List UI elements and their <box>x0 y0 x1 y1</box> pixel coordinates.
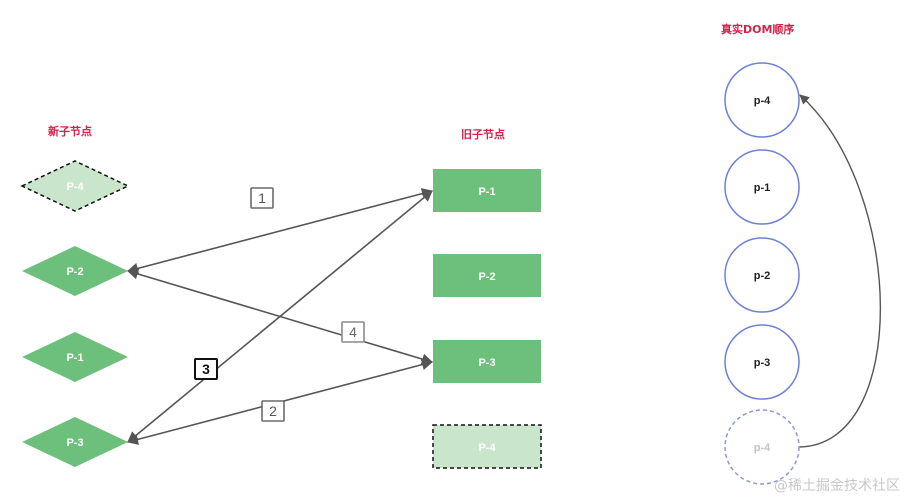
new-node-shape <box>20 160 130 212</box>
new-node-label: P-4 <box>66 181 84 193</box>
dom-node-p4-top: p-4 <box>724 62 800 138</box>
dom-node-p2: p-2 <box>724 237 800 313</box>
old-node-p4: P-4 <box>432 424 542 469</box>
dom-node-circle <box>724 62 800 138</box>
new-children-list: P-4 P-2 P-1 P-3 <box>20 160 130 467</box>
new-children-title: 新子节点 <box>48 124 92 138</box>
new-node-p2: P-2 <box>22 246 128 296</box>
real-dom-list: p-4 p-1 p-2 p-3 p-4 <box>724 62 800 485</box>
dom-node-label: p-4 <box>754 95 771 107</box>
new-node-label: P-2 <box>66 266 83 278</box>
step-badge-box <box>341 321 365 343</box>
connections <box>126 94 881 448</box>
new-node-shape <box>22 246 128 296</box>
old-node-label: P-3 <box>478 357 495 369</box>
watermark: @稀土掘金技术社区 <box>774 478 900 494</box>
old-node-shape <box>433 254 541 297</box>
dom-node-circle <box>724 409 800 485</box>
dom-node-p1: p-1 <box>724 149 800 225</box>
dom-node-label: p-3 <box>754 357 771 369</box>
new-node-shape <box>22 417 128 467</box>
dom-node-circle <box>724 324 800 400</box>
step-badge-number: 4 <box>349 324 357 340</box>
step-badge-1: 1 <box>250 187 274 209</box>
new-node-label: P-3 <box>66 437 83 449</box>
old-children-list: P-1 P-2 P-3 P-4 <box>432 169 542 469</box>
step-badge-number: 1 <box>258 190 266 206</box>
new-node-p1: P-1 <box>22 332 128 382</box>
step-badge-3: 3 <box>194 358 218 380</box>
old-node-label: P-1 <box>478 186 495 198</box>
step-badges: 1 4 3 2 <box>194 187 365 422</box>
old-node-p2: P-2 <box>433 254 541 297</box>
step-badge-box <box>250 187 274 209</box>
new-node-label: P-1 <box>66 352 83 364</box>
new-node-p3: P-3 <box>22 417 128 467</box>
dom-node-label: p-1 <box>754 182 771 194</box>
dom-node-p4-old: p-4 <box>724 409 800 485</box>
step-badge-4: 4 <box>341 321 365 343</box>
dom-node-p3: p-3 <box>724 324 800 400</box>
dom-node-label: p-4 <box>754 442 771 454</box>
dom-node-circle <box>724 237 800 313</box>
old-node-shape <box>433 169 541 212</box>
step-badge-box <box>261 400 285 422</box>
arrow-step-1 <box>126 188 434 274</box>
old-node-p1: P-1 <box>433 169 541 212</box>
dom-node-circle <box>724 149 800 225</box>
real-dom-title: 真实DOM顺序 <box>721 22 794 36</box>
step-badge-box <box>194 358 218 380</box>
new-node-shape <box>22 332 128 382</box>
step-badge-number: 3 <box>202 361 210 377</box>
old-node-label: P-4 <box>478 442 496 454</box>
step-badge-2: 2 <box>261 400 285 422</box>
old-children-title: 旧子节点 <box>461 127 505 141</box>
dom-node-label: p-2 <box>754 270 771 282</box>
old-node-shape <box>433 340 541 383</box>
dom-move-arrow <box>797 94 881 448</box>
old-node-p3: P-3 <box>433 340 541 383</box>
old-node-shape <box>432 424 542 469</box>
old-node-label: P-2 <box>478 271 495 283</box>
step-badge-number: 2 <box>269 403 277 419</box>
new-node-p4: P-4 <box>20 160 130 212</box>
